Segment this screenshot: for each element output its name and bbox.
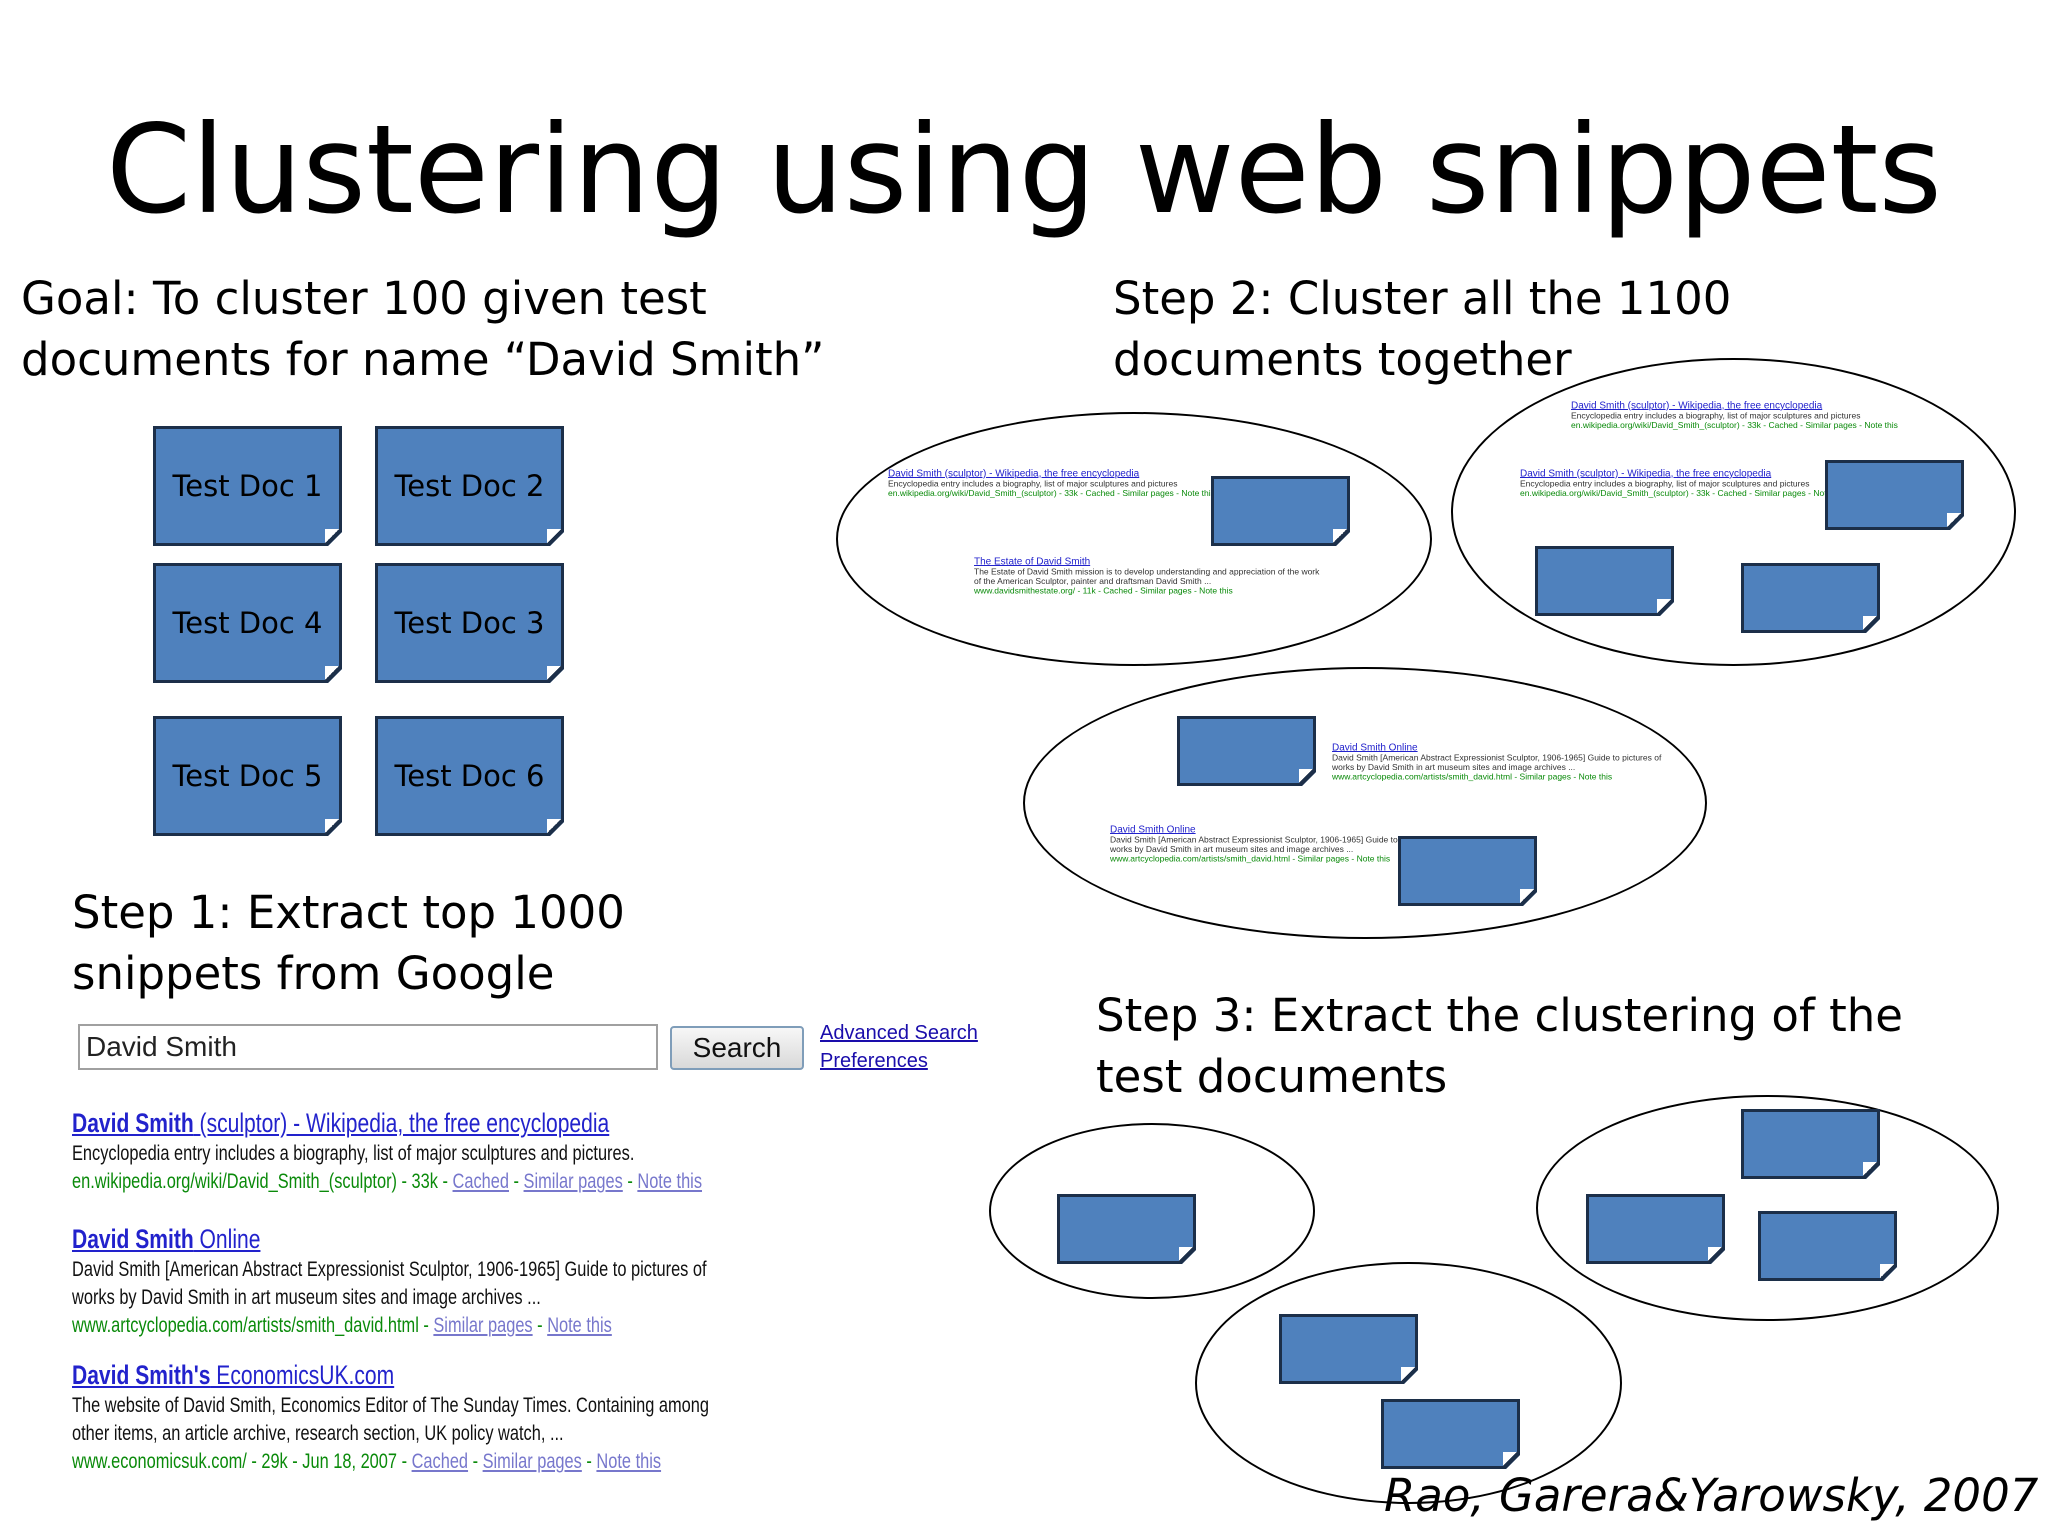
similar-pages-link[interactable]: Similar pages bbox=[433, 1314, 533, 1337]
doc-box bbox=[1741, 563, 1880, 633]
search-button[interactable]: Search bbox=[670, 1026, 804, 1070]
doc-box bbox=[1535, 546, 1674, 616]
mini-snippet-wiki-a: David Smith (sculptor) - Wikipedia, the … bbox=[888, 468, 1215, 498]
doc-box bbox=[1177, 716, 1316, 786]
mini-snippet-online-b: David Smith Online David Smith [American… bbox=[1110, 824, 1440, 864]
doc-box bbox=[1057, 1194, 1196, 1264]
mini-snippet-wiki-b: David Smith (sculptor) - Wikipedia, the … bbox=[1571, 400, 1898, 430]
test-doc-4: Test Doc 4 bbox=[153, 563, 342, 683]
test-doc-5: Test Doc 5 bbox=[153, 716, 342, 836]
similar-pages-link[interactable]: Similar pages bbox=[523, 1170, 623, 1193]
citation: Rao, Garera&Yarowsky, 2007 bbox=[1384, 1469, 2039, 1522]
doc-box bbox=[1279, 1314, 1418, 1384]
search-input[interactable]: David Smith bbox=[78, 1024, 658, 1070]
doc-box bbox=[1586, 1194, 1725, 1264]
advanced-search-link[interactable]: Advanced Search bbox=[820, 1022, 978, 1044]
result-snippet: The website of David Smith, Economics Ed… bbox=[72, 1394, 710, 1417]
preferences-link[interactable]: Preferences bbox=[820, 1050, 928, 1072]
note-this-link[interactable]: Note this bbox=[596, 1450, 662, 1473]
doc-box bbox=[1398, 836, 1537, 906]
result-snippet: David Smith [American Abstract Expressio… bbox=[72, 1258, 707, 1281]
step1-line-2: snippets from Google bbox=[72, 947, 555, 1000]
cluster-ellipse-step2-a bbox=[836, 412, 1432, 666]
goal-line-2: documents for name “David Smith” bbox=[21, 333, 825, 386]
step3-line-1: Step 3: Extract the clustering of the bbox=[1096, 989, 1903, 1042]
cluster-ellipse-step2-c bbox=[1023, 667, 1707, 939]
step2-text: Step 2: Cluster all the 1100 documents t… bbox=[1113, 268, 1731, 390]
cluster-ellipse-step3-c bbox=[1536, 1095, 1999, 1321]
doc-box bbox=[1741, 1109, 1880, 1179]
mini-snippet-wiki-c: David Smith (sculptor) - Wikipedia, the … bbox=[1520, 468, 1847, 498]
result-title-link[interactable]: David Smith (sculptor) - Wikipedia, the … bbox=[72, 1108, 610, 1138]
test-doc-2: Test Doc 2 bbox=[375, 426, 564, 546]
test-doc-1: Test Doc 1 bbox=[153, 426, 342, 546]
step2-line-1: Step 2: Cluster all the 1100 bbox=[1113, 272, 1732, 325]
result-url: www.artcyclopedia.com/artists/smith_davi… bbox=[72, 1314, 612, 1337]
cached-link[interactable]: Cached bbox=[452, 1170, 509, 1193]
step1-text: Step 1: Extract top 1000 snippets from G… bbox=[72, 882, 625, 1004]
cached-link[interactable]: Cached bbox=[411, 1450, 469, 1473]
note-this-link[interactable]: Note this bbox=[637, 1170, 703, 1193]
result-url: www.economicsuk.com/ - 29k - Jun 18, 200… bbox=[72, 1450, 662, 1473]
doc-box bbox=[1211, 476, 1350, 546]
cluster-ellipse-step3-a bbox=[989, 1123, 1315, 1299]
doc-box bbox=[1825, 460, 1964, 530]
doc-box bbox=[1758, 1211, 1897, 1281]
step3-line-2: test documents bbox=[1096, 1050, 1448, 1103]
cluster-ellipse-step3-b bbox=[1195, 1262, 1622, 1504]
doc-box bbox=[1381, 1399, 1520, 1469]
step2-line-2: documents together bbox=[1113, 333, 1572, 386]
mini-snippet-online-a: David Smith Online David Smith [American… bbox=[1332, 742, 1662, 782]
result-title-link[interactable]: David Smith's EconomicsUK.com bbox=[72, 1360, 395, 1390]
note-this-link[interactable]: Note this bbox=[547, 1314, 612, 1337]
result-title-link[interactable]: David Smith Online bbox=[72, 1224, 261, 1254]
search-result-3: David Smith's EconomicsUK.com The websit… bbox=[72, 1358, 889, 1476]
test-doc-6: Test Doc 6 bbox=[375, 716, 564, 836]
cluster-ellipse-step2-b bbox=[1451, 358, 2016, 666]
result-snippet: other items, an article archive, researc… bbox=[72, 1422, 564, 1445]
goal-text: Goal: To cluster 100 given test document… bbox=[21, 268, 824, 390]
goal-line-1: Goal: To cluster 100 given test bbox=[21, 272, 707, 325]
step1-line-1: Step 1: Extract top 1000 bbox=[72, 886, 625, 939]
slide-title: Clustering using web snippets bbox=[106, 99, 1942, 241]
test-doc-3: Test Doc 3 bbox=[375, 563, 564, 683]
result-snippet: works by David Smith in art museum sites… bbox=[72, 1286, 541, 1309]
mini-snippet-estate: The Estate of David Smith The Estate of … bbox=[974, 556, 1320, 596]
search-result-2: David Smith Online David Smith [American… bbox=[72, 1222, 886, 1340]
result-url: en.wikipedia.org/wiki/David_Smith_(sculp… bbox=[72, 1170, 703, 1193]
step3-text: Step 3: Extract the clustering of the te… bbox=[1096, 985, 1903, 1107]
result-snippet: Encyclopedia entry includes a biography,… bbox=[72, 1142, 635, 1165]
similar-pages-link[interactable]: Similar pages bbox=[482, 1450, 582, 1473]
search-result-1: David Smith (sculptor) - Wikipedia, the … bbox=[72, 1106, 880, 1196]
